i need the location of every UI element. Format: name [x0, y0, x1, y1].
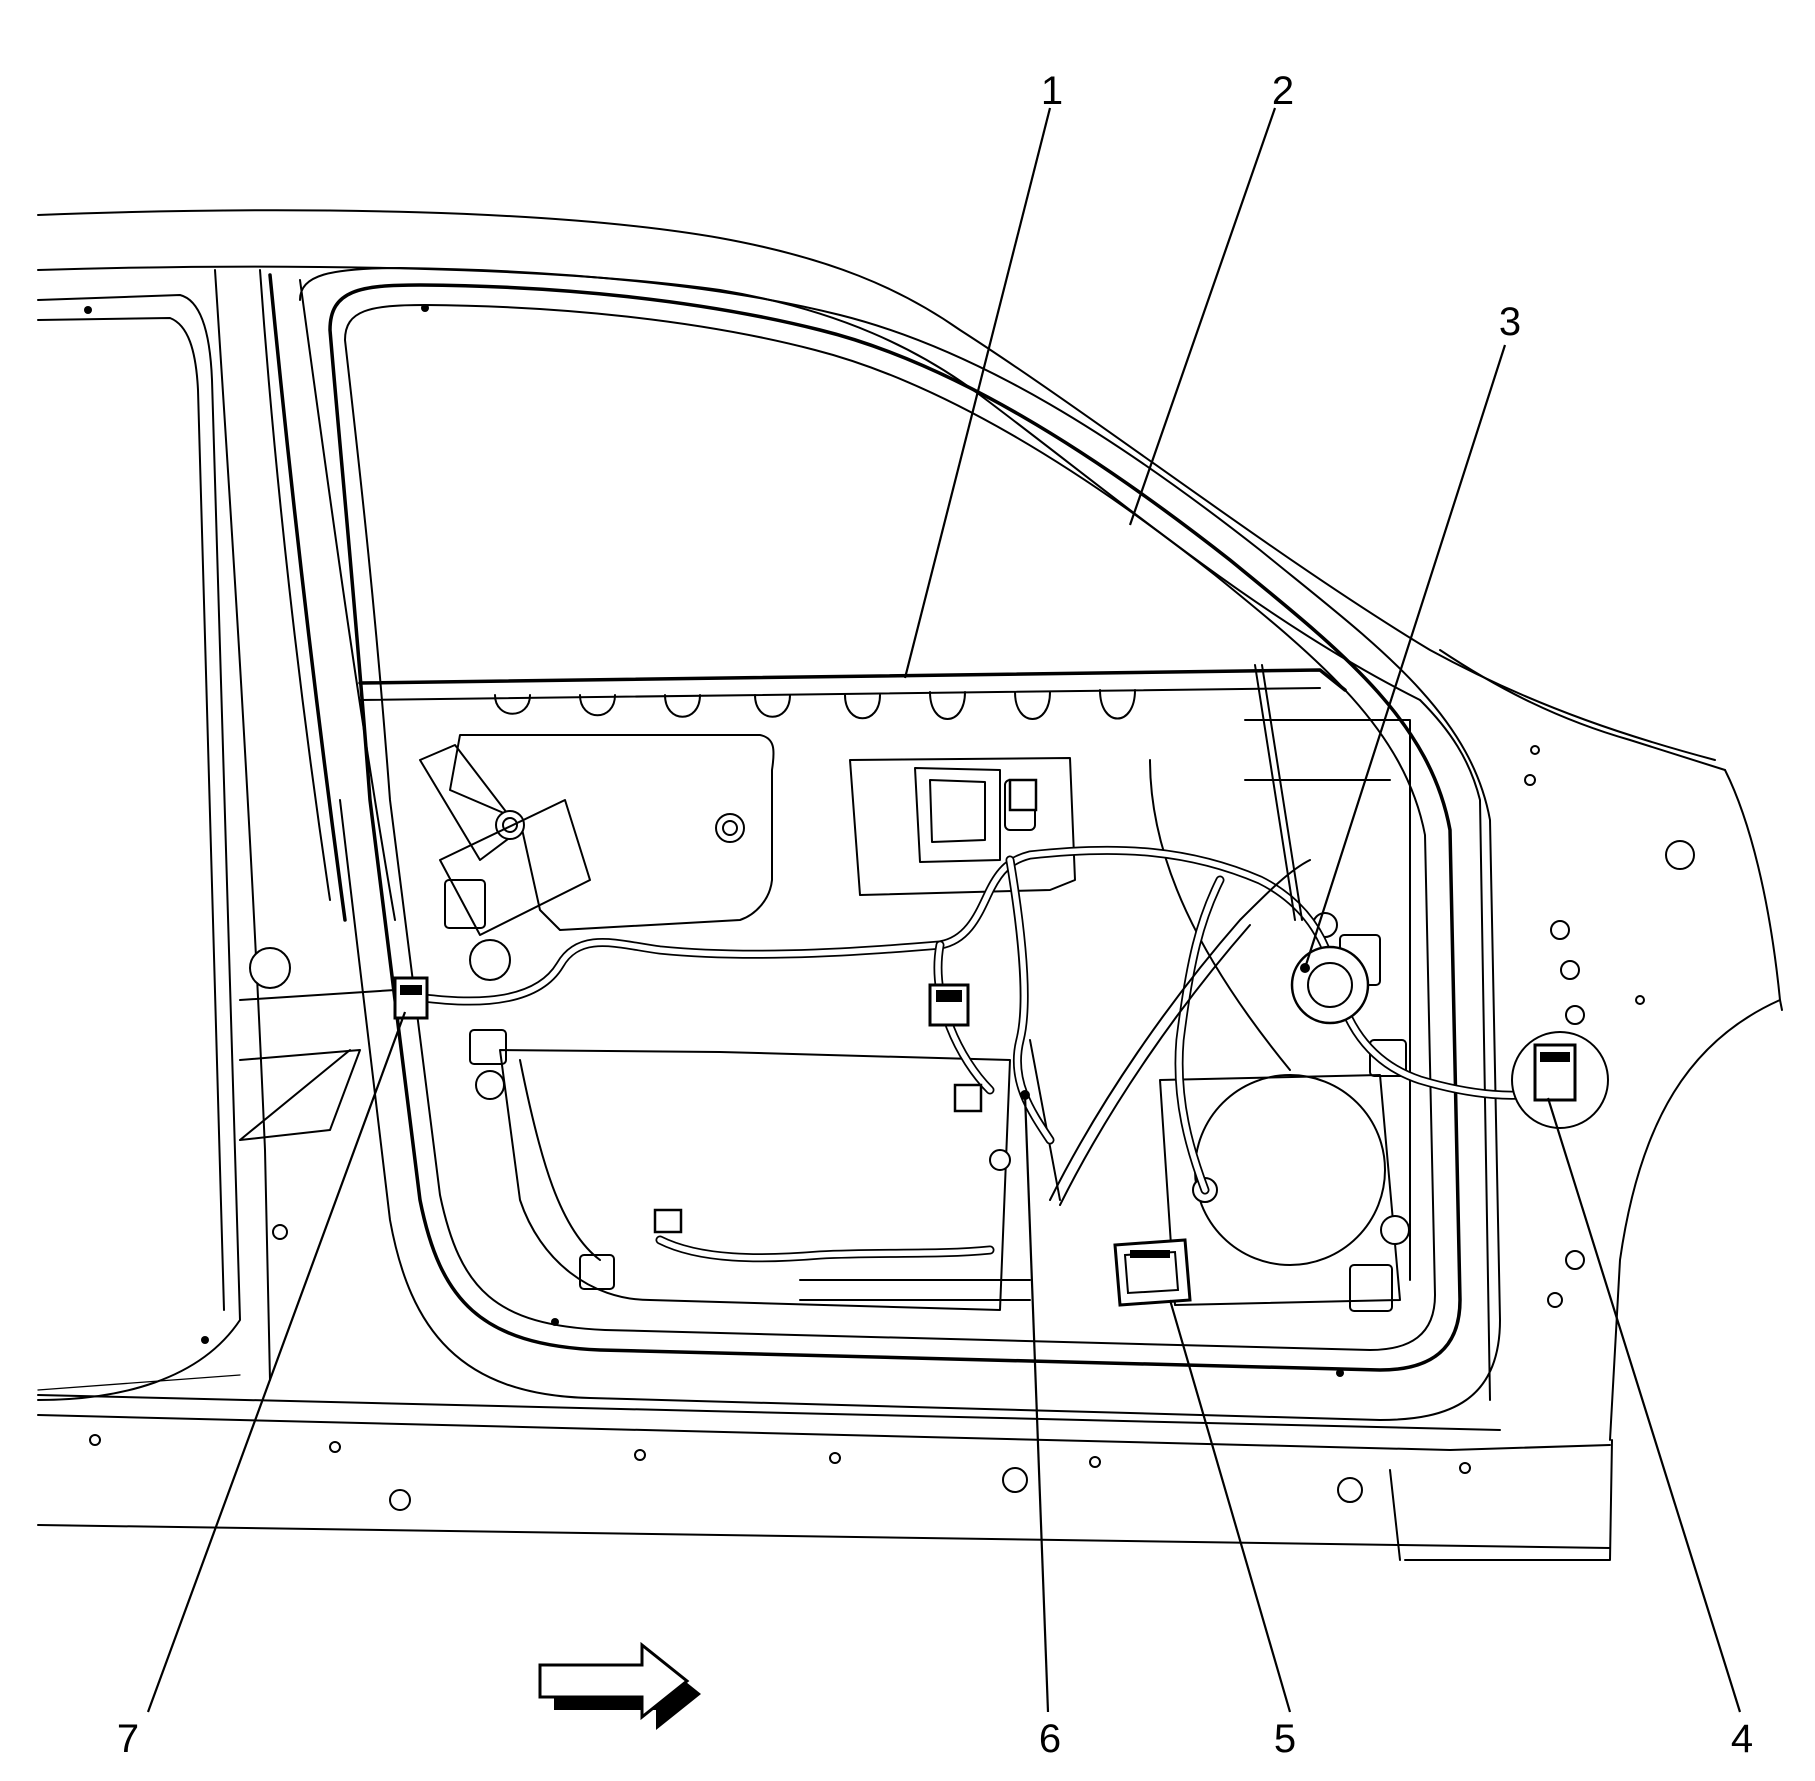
forward-arrow-icon [538, 1641, 701, 1730]
callout-4: 4 [1731, 1717, 1753, 1761]
body-details [37, 304, 1695, 1511]
callout-5: 5 [1274, 1717, 1296, 1761]
belt-clips [494, 689, 1136, 720]
callout-labels: 1 2 3 4 5 6 7 [117, 69, 1753, 1761]
callout-7: 7 [117, 1717, 139, 1761]
door-harness-connector [393, 976, 429, 1020]
harness-clip-connector [953, 1083, 983, 1113]
door-module-connector [1113, 1238, 1192, 1307]
harness-grommet [1290, 945, 1370, 1025]
callout-1: 1 [1041, 69, 1063, 113]
connectors [393, 778, 1609, 1307]
mirror-connector [1008, 778, 1038, 812]
body-shell [37, 209, 1783, 1561]
callout-3: 3 [1499, 300, 1521, 344]
callout-2: 2 [1272, 69, 1294, 113]
lower-connector [653, 1208, 683, 1234]
callout-6: 6 [1039, 1717, 1061, 1761]
wiring-harness [395, 664, 1555, 1263]
hinge-pillar-connector [1511, 1031, 1609, 1129]
leader-lines [146, 107, 1742, 1713]
door-inner-panel [358, 668, 1411, 1312]
center-connector [928, 983, 970, 1027]
